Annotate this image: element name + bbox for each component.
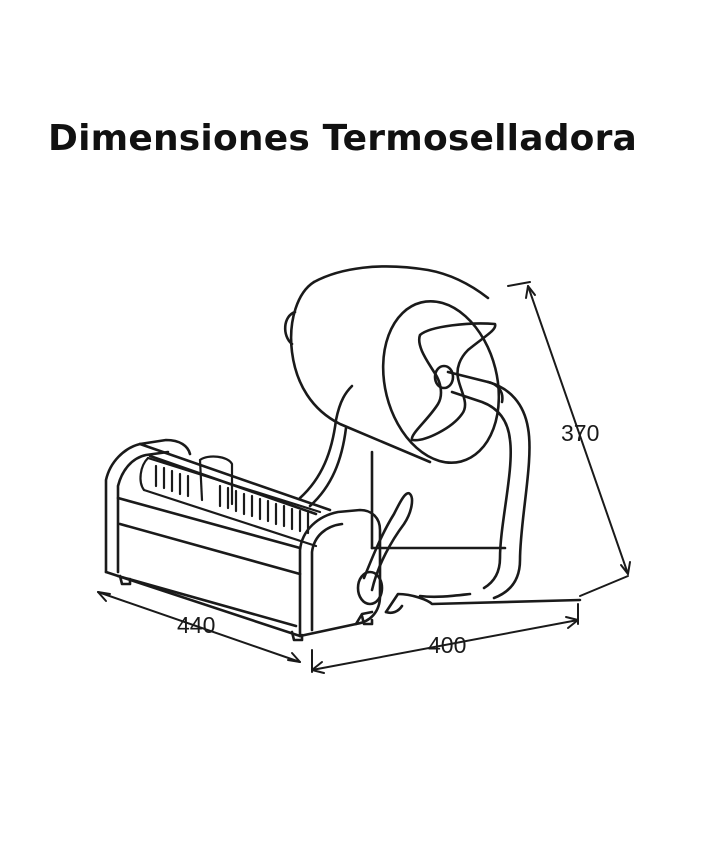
lever-handle xyxy=(356,491,414,606)
roll-front-face xyxy=(381,299,501,465)
right-curved-arm xyxy=(446,370,531,600)
sealing-bar xyxy=(139,455,322,548)
page-title: Dimensiones Termoselladora xyxy=(48,118,638,159)
depth-dimension-label: 400 xyxy=(428,632,467,658)
width-dimension-label: 440 xyxy=(177,612,216,638)
height-dimension-label: 370 xyxy=(561,420,600,446)
rear-knob xyxy=(283,310,297,346)
rear-support-plate xyxy=(370,450,507,550)
base-foot xyxy=(384,592,582,615)
sealer-housing xyxy=(104,438,382,642)
paper-roll xyxy=(289,265,501,465)
left-roll-arm xyxy=(298,384,354,500)
dimension-lines xyxy=(97,281,631,674)
roll-core-hub xyxy=(410,322,497,442)
